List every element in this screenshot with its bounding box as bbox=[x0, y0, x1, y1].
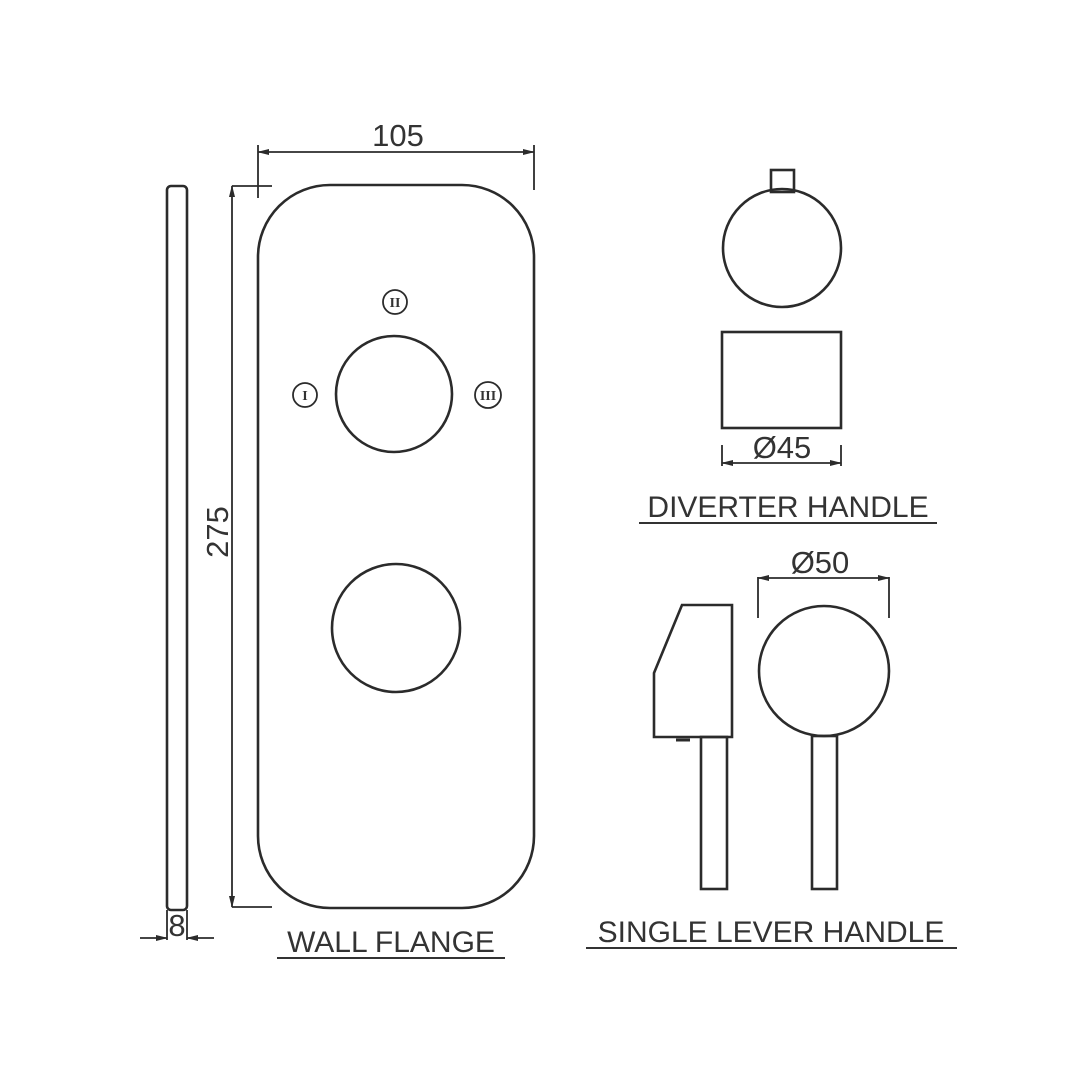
wall-flange: II I III bbox=[256, 183, 536, 910]
wall-flange-label: WALL FLANGE bbox=[287, 926, 495, 959]
position-marker-2 bbox=[382, 289, 408, 315]
width-dimension-line: 105 bbox=[257, 118, 535, 198]
svg-text:I: I bbox=[302, 389, 307, 404]
lever-handle-front: Ø50 bbox=[757, 545, 891, 891]
flange-side-profile: 8 bbox=[140, 184, 214, 943]
svg-text:III: III bbox=[480, 389, 496, 404]
diverter-handle-side: Ø45 bbox=[720, 330, 843, 466]
mixer-hole bbox=[330, 562, 462, 694]
single-lever-handle-label: SINGLE LEVER HANDLE bbox=[598, 916, 945, 949]
thickness-dimension: 8 bbox=[168, 908, 185, 943]
height-dimension: 275 bbox=[200, 506, 235, 558]
height-dimension-line: 275 bbox=[200, 185, 272, 908]
diverter-hole bbox=[334, 334, 454, 454]
svg-text:II: II bbox=[390, 296, 401, 311]
diverter-handle-label: DIVERTER HANDLE bbox=[647, 491, 928, 524]
width-dimension: 105 bbox=[372, 118, 424, 153]
lever-handle-side bbox=[652, 603, 734, 891]
position-marker-3 bbox=[474, 381, 502, 409]
lever-diameter-dimension: Ø50 bbox=[791, 545, 850, 580]
diverter-handle-front bbox=[721, 168, 843, 309]
diverter-diameter-dimension: Ø45 bbox=[753, 430, 812, 465]
position-marker-1 bbox=[292, 382, 318, 408]
